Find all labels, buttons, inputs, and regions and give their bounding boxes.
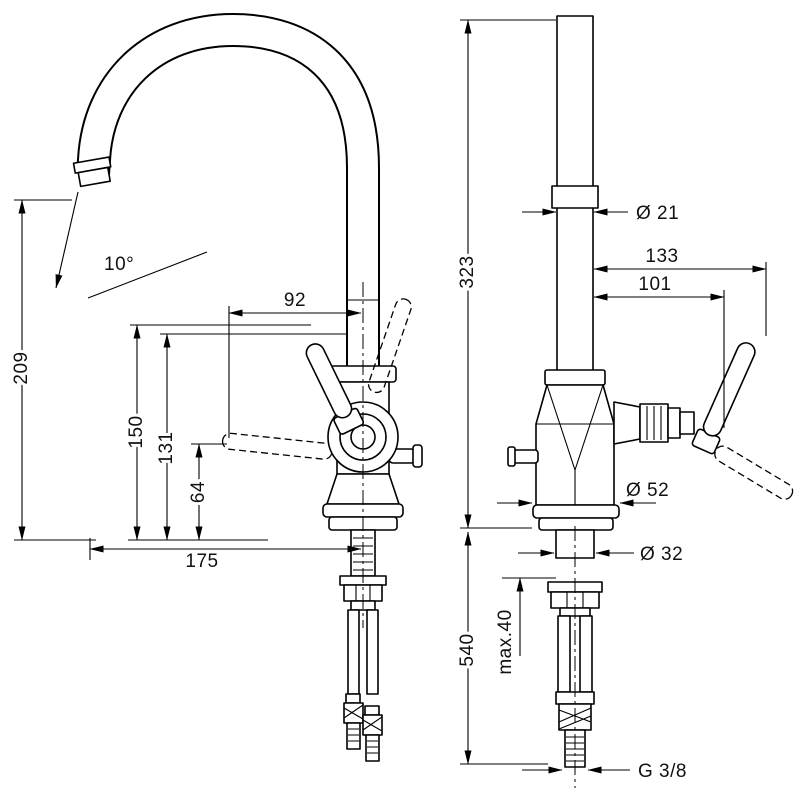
- dim-label-10deg: 10°: [104, 254, 134, 275]
- lever-phantom-up: [367, 298, 412, 394]
- dim-label-101: 101: [638, 274, 671, 295]
- body-top-flange: [544, 369, 606, 386]
- dim-label-64: 64: [188, 481, 209, 503]
- dim-label-150: 150: [126, 415, 147, 448]
- side-valve-knob: [412, 444, 423, 468]
- dim-label-209: 209: [11, 351, 32, 384]
- front-view: [507, 15, 794, 788]
- side-view-dimensions: 209 10° 92 150 131 64 175: [8, 191, 362, 575]
- dim-label-131: 131: [156, 431, 177, 464]
- dim-label-175: 175: [185, 551, 218, 572]
- dim-label-d52: Ø 52: [626, 480, 669, 501]
- dim-label-d32: Ø 32: [640, 544, 683, 565]
- left-stub-knob: [507, 446, 516, 467]
- left-stub: [512, 449, 539, 464]
- front-view-dimensions: 323 Ø 21 133 101 Ø 52 Ø 32 540 max.40 G …: [454, 19, 767, 782]
- lever-handle: [305, 343, 365, 435]
- dim-label-d21: Ø 21: [636, 203, 679, 224]
- dim-label-92: 92: [284, 290, 306, 311]
- dim-label-133: 133: [645, 246, 678, 267]
- body-detail-lines: [536, 384, 614, 505]
- lever-phantom-left: [221, 432, 333, 460]
- dim-label-323: 323: [457, 255, 478, 288]
- spout-aerator: [72, 156, 112, 188]
- mounting-hardware-side: [339, 529, 387, 762]
- base-flange-lower-front: [538, 517, 614, 531]
- base-flange-upper-front: [532, 504, 620, 519]
- dim-label-540: 540: [457, 633, 478, 666]
- spout-fill: [78, 14, 378, 392]
- dim-label-max40: max.40: [495, 609, 516, 674]
- riser-collar: [551, 185, 599, 209]
- side-view: [72, 12, 423, 762]
- handle-assembly: [613, 342, 794, 500]
- handle-phantom-down: [714, 445, 794, 500]
- dim-label-g38: G 3/8: [638, 761, 687, 782]
